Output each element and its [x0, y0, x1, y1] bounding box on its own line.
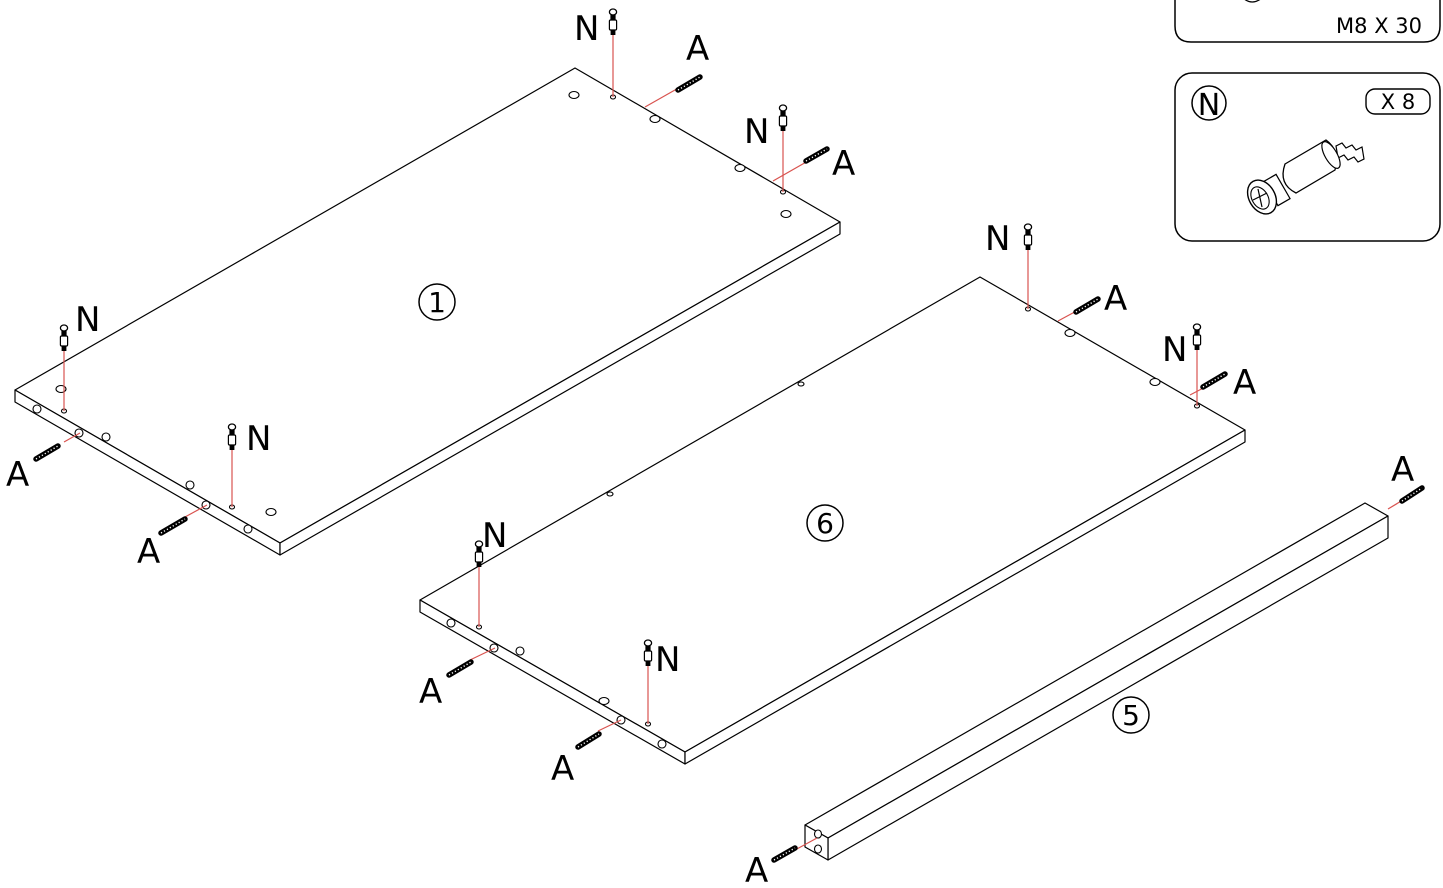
- legend-bolt-box: M8 X 30: [1174, 0, 1441, 43]
- callout-n: N: [246, 419, 271, 459]
- callout-labels: N A N A N N A A N A N A N N A A A A: [6, 9, 1414, 888]
- callout-a: A: [1233, 363, 1256, 403]
- bolt-size-label: M8 X 30: [1336, 14, 1422, 38]
- callout-a: A: [832, 144, 855, 184]
- cam-n-group: [59, 8, 1202, 666]
- bolt-icon: [1244, 0, 1261, 3]
- callout-a: A: [745, 851, 768, 888]
- callout-n: N: [75, 300, 100, 340]
- panel-part-6: [419, 276, 1246, 765]
- bolt-a-icon: [1073, 296, 1101, 315]
- panel-part-1: [14, 67, 841, 556]
- callout-n: N: [985, 219, 1010, 259]
- callout-a: A: [551, 749, 574, 789]
- panel-1-holes: [32, 90, 792, 534]
- part-number-1: 1: [418, 283, 456, 321]
- callout-n: N: [482, 516, 507, 556]
- bolt-a-icon: [575, 731, 602, 750]
- bolt-a-icon: [675, 74, 703, 93]
- cam-n-icon: [778, 104, 788, 131]
- bolt-a-icon: [1399, 485, 1425, 504]
- bolt-a-icon: [33, 443, 61, 462]
- bolt-a-icon: [771, 845, 798, 863]
- callout-a: A: [419, 672, 442, 712]
- cam-n-icon: [227, 423, 237, 450]
- svg-text:1: 1: [428, 286, 446, 319]
- bolt-a-icon: [446, 659, 474, 678]
- rail-part-5: [804, 502, 1389, 861]
- svg-text:5: 5: [1122, 699, 1140, 732]
- bolt-a-icon: [158, 516, 188, 536]
- svg-text:6: 6: [816, 507, 834, 540]
- callout-n: N: [1162, 330, 1187, 370]
- cam-n-icon: [1192, 323, 1202, 350]
- cam-n-icon: [643, 639, 653, 666]
- bolt-a-icon: [803, 146, 830, 164]
- cam-legend-letter: N: [1198, 88, 1220, 123]
- callout-n: N: [655, 640, 680, 680]
- cam-n-icon: [1023, 223, 1033, 250]
- part-number-6: 6: [806, 504, 844, 542]
- callout-a: A: [137, 532, 160, 572]
- cam-lock-icon: [1246, 139, 1365, 215]
- callout-a: A: [6, 455, 29, 495]
- legend-cam-box: N X 8: [1174, 72, 1441, 242]
- cam-n-icon: [608, 8, 618, 35]
- callout-n: N: [574, 9, 599, 49]
- callout-a: A: [1391, 450, 1414, 490]
- bolt-a-group: [33, 74, 1425, 863]
- part-number-5: 5: [1112, 696, 1150, 734]
- cam-n-icon: [474, 540, 484, 567]
- bolt-a-icon: [1200, 371, 1228, 390]
- callout-a: A: [1104, 279, 1127, 319]
- cam-n-icon: [59, 324, 69, 351]
- callout-n: N: [744, 112, 769, 152]
- cam-quantity: X 8: [1381, 90, 1415, 114]
- callout-a: A: [686, 29, 709, 69]
